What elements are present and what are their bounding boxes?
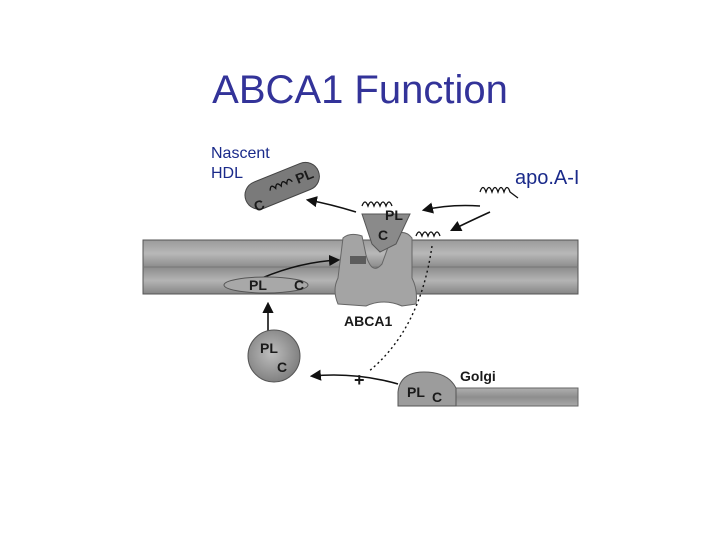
nascent-hdl-label: Nascent HDL (211, 144, 270, 184)
abca1-text: ABCA1 (344, 313, 392, 329)
arrow-pl-into-abca1 (261, 254, 341, 279)
vesicle-pl-text: PL (260, 340, 278, 356)
apoa1-label: apo.A-I (515, 167, 580, 189)
cup-apoa1-coil (361, 201, 393, 208)
plus-sign: + (354, 370, 365, 390)
free-apoa1-coil (479, 186, 519, 199)
cup-pl-text: PL (385, 207, 403, 223)
vesicle-c-text: C (277, 359, 287, 375)
arrow-to-nascent-hdl (305, 196, 357, 213)
transport-vesicle (247, 329, 301, 383)
slide-title: ABCA1 Function (212, 68, 508, 112)
abca1-transporter (334, 232, 417, 307)
nascent-label-line1: Nascent (211, 145, 270, 162)
golgi-pl-text: PL (407, 384, 425, 400)
nascent-label-line2: HDL (211, 165, 244, 182)
golgi-bud (397, 371, 457, 407)
arrow-golgi-to-vesicle (309, 369, 399, 385)
pl-c-membrane-ellipse (223, 276, 309, 294)
golgi-text: Golgi (460, 368, 496, 384)
nascent-hdl-disc (244, 161, 320, 210)
golgi-c-text: C (432, 389, 442, 405)
abca1-cup (361, 213, 411, 253)
cup-c-text: C (378, 227, 388, 243)
ellipse-pl-text: PL (249, 277, 267, 293)
arrow-apoa1-to-membrane (449, 211, 491, 232)
hdl-pl-text: PL (293, 165, 316, 187)
ellipse-c-text: C (294, 277, 304, 293)
arrow-apoa1-to-cup (421, 202, 481, 214)
membrane-apoa1-coil (415, 231, 441, 238)
